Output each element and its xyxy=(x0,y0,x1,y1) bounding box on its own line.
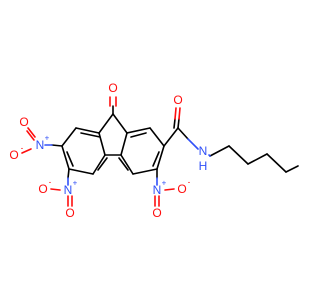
nitro3-oxygen-bottom: O xyxy=(152,206,161,220)
nitro2-nitrogen: N xyxy=(64,183,73,197)
nitro3-nitrogen: N xyxy=(153,183,162,197)
nitro2-charge: + xyxy=(73,179,78,188)
nitro1-charge: + xyxy=(45,134,50,143)
ketone-oxygen: O xyxy=(108,81,117,95)
carbon-bonds xyxy=(61,113,299,175)
nitro1-oxygen-charge: - xyxy=(21,144,24,153)
nitro2-oxygen-left: O xyxy=(38,182,47,196)
atom-labels: O O N H N + O O - N + O - O N + O O - xyxy=(9,81,207,220)
nitro2-oxygen-charge: - xyxy=(49,178,52,187)
nitro2-oxygen-bottom: O xyxy=(65,206,74,220)
amide-oxygen: O xyxy=(173,93,182,107)
amide-nitrogen: N xyxy=(199,144,208,158)
nitro1-nitrogen: N xyxy=(36,138,45,152)
nitro3-oxygen-right: O xyxy=(177,182,186,196)
nitro3-charge: + xyxy=(162,179,167,188)
amide-hydrogen: H xyxy=(199,159,208,173)
heteroatom-bonds xyxy=(21,96,211,207)
nitro3-oxygen-charge: - xyxy=(188,178,191,187)
molecule-structure: O O N H N + O O - N + O - O N + O O - xyxy=(9,81,299,220)
nitro1-oxygen-left: O xyxy=(9,148,18,162)
nitro1-oxygen-top: O xyxy=(19,115,28,129)
